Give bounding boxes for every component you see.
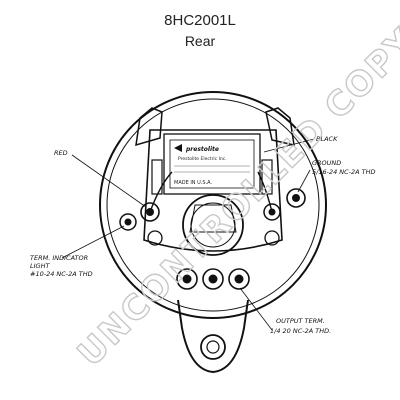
red-terminal-stud xyxy=(140,202,160,222)
output-stud-right xyxy=(228,268,250,290)
nameplate-line1: Prestolite Electric Inc. xyxy=(178,156,227,162)
watermark: UNCONTROLLED COPY xyxy=(70,20,400,374)
nameplate-frame xyxy=(163,133,261,195)
output-stud-center xyxy=(202,268,224,290)
output-stud-left xyxy=(176,268,198,290)
callout-red: RED xyxy=(54,149,68,157)
view-label: Rear xyxy=(184,33,216,49)
ground-terminal-stud xyxy=(286,188,306,208)
indicator-terminal-stud xyxy=(119,213,137,231)
left-lower-boss xyxy=(147,230,163,246)
callout-output-2: 1/4 20 NC-2A THD. xyxy=(270,327,331,335)
housing-inner-ring xyxy=(106,98,320,312)
callout-black: BLACK xyxy=(316,135,338,143)
red-wire xyxy=(149,171,173,213)
nameplate-line2: MADE IN U.S.A. xyxy=(174,180,212,186)
black-wire xyxy=(257,171,273,213)
nameplate-brand: prestolite xyxy=(185,146,219,153)
bearing-housing-outer xyxy=(182,194,244,256)
callout-indicator-1: TERM. INDICATOR xyxy=(30,254,88,262)
right-lower-boss xyxy=(264,230,280,246)
prestolite-logo-icon xyxy=(174,144,182,152)
housing-outer-ring xyxy=(99,91,327,319)
regulator-plate xyxy=(143,129,283,252)
part-number-title: 8HC2001L xyxy=(164,12,236,29)
top-right-tab xyxy=(265,107,295,146)
callout-indicator-2: LIGHT xyxy=(30,262,50,270)
callout-output-1: OUTPUT TERM. xyxy=(276,317,325,325)
callout-ground-2: 5/16-24 NC-2A THD xyxy=(312,168,376,176)
top-left-tab xyxy=(135,107,163,147)
callout-indicator-3: #10-24 NC-2A THD xyxy=(30,270,93,278)
mounting-hole-inner xyxy=(206,340,220,354)
mounting-hole-outer xyxy=(200,334,226,360)
nameplate-inner xyxy=(169,139,255,189)
mounting-foot xyxy=(177,299,249,374)
callout-ground-1: GROUND xyxy=(312,159,341,167)
black-terminal-stud xyxy=(263,203,281,221)
